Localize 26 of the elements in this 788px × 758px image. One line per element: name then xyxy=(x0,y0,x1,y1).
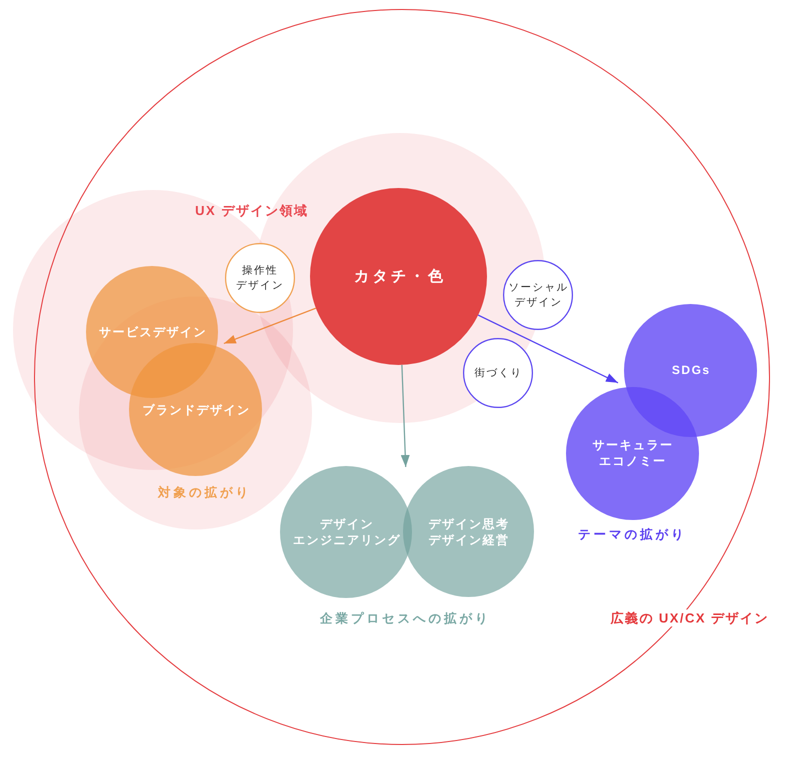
topic-label: ブランドデザイン xyxy=(141,402,250,418)
topic-label: 街づくり xyxy=(474,366,522,380)
arrow xyxy=(400,364,410,468)
small-circle xyxy=(463,338,533,408)
core-circle xyxy=(310,188,487,365)
small-circle xyxy=(224,243,294,313)
small-circle xyxy=(503,260,573,330)
topic-circle xyxy=(129,343,262,476)
topic-label: デザイン思考 xyxy=(427,516,510,532)
arrow xyxy=(478,314,618,384)
outer-circle xyxy=(34,8,770,744)
core-label: カタチ・色 xyxy=(353,268,446,286)
topic-label: ソーシャルデザイン xyxy=(508,280,568,310)
topic-label: サーキュラーエコノミー xyxy=(591,437,674,469)
topic-label: SDGs xyxy=(670,362,711,378)
topic-circle xyxy=(566,386,698,520)
group-caption: テーマの拡がり xyxy=(577,526,686,544)
group-caption: 対象の拡がり xyxy=(156,484,251,502)
topic-label: 操作性デザイン xyxy=(235,264,284,292)
region-title: UX デザイン領域 xyxy=(194,202,308,220)
topic-circle xyxy=(402,466,534,597)
topic-label: デザインエンジニアリング xyxy=(292,516,401,548)
topic-label: デザイン経営 xyxy=(427,532,510,548)
arrow xyxy=(224,308,316,344)
topic-label: サービスデザイン xyxy=(98,324,207,340)
group-caption: 企業プロセスへの拡がり xyxy=(319,610,490,628)
